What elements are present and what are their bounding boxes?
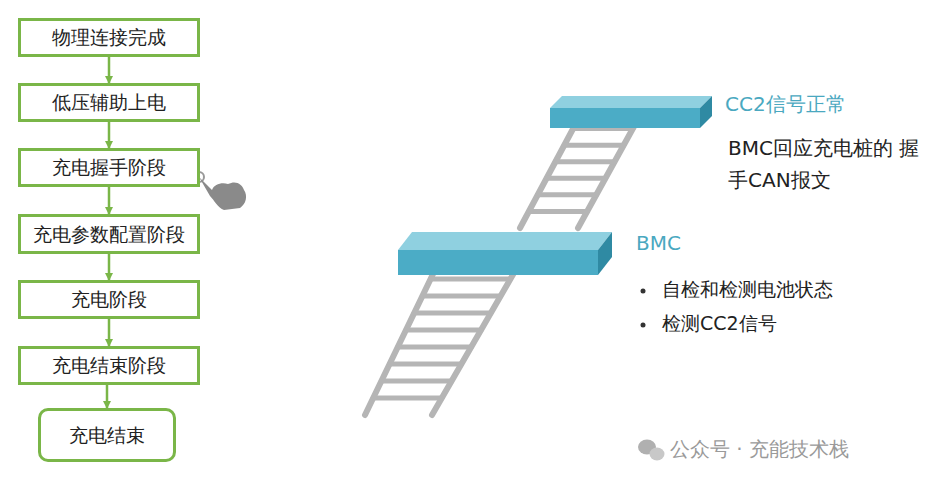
watermark: 公众号 · 充能技术栈 (670, 434, 928, 465)
process-box: 充电握手阶段 (18, 148, 200, 187)
state-note: BMC回应充电桩的 握手CAN报文 (728, 132, 920, 196)
hand-icon (194, 172, 246, 210)
step-text: 物理连接完成 (52, 25, 166, 50)
step-text: 充电结束阶段 (52, 353, 166, 378)
step-text: 充电结束 (69, 423, 145, 448)
process-box: 充电结束阶段 (18, 346, 200, 385)
bullet-text: 检测CC2信号 (662, 309, 922, 338)
ladder-rung (555, 159, 614, 164)
ladder-rung (373, 396, 442, 401)
process-box: 物理连接完成 (18, 18, 200, 57)
state-title: CC2信号正常 (725, 89, 925, 120)
ladder-rung (422, 294, 500, 299)
process-box: 充电阶段 (18, 280, 200, 319)
flow-arrow (108, 187, 111, 214)
ladder-rung (381, 379, 451, 384)
wechat-icon (638, 440, 665, 461)
flow-arrow (106, 385, 109, 408)
ladder-rung (547, 176, 606, 181)
step-text: 充电阶段 (71, 287, 147, 312)
bullet-dot (641, 289, 646, 328)
ladder-rung (390, 362, 462, 367)
step-text: 充电参数配置阶段 (33, 222, 185, 247)
process-box: 充电参数配置阶段 (18, 214, 200, 254)
ladder-rung (406, 328, 481, 333)
flow-arrow (108, 254, 111, 280)
flow-arrow (108, 319, 111, 346)
terminal-box: 充电结束 (38, 408, 176, 462)
step-text: 低压辅助上电 (52, 90, 166, 115)
ladder-rung (431, 277, 511, 282)
bullet-text: 自检和检测电池状态 (662, 275, 922, 304)
step-text: 充电握手阶段 (52, 155, 166, 180)
ladder-rung (538, 192, 597, 197)
process-box: 低压辅助上电 (18, 83, 200, 122)
ladder-rung (529, 209, 587, 214)
state-title: BMC (636, 228, 756, 259)
ladder-rung (414, 311, 491, 316)
flow-arrow (108, 57, 111, 83)
ladder-rung (398, 345, 471, 350)
ladder-rung (564, 143, 623, 148)
upper-slab (550, 96, 712, 128)
lower-slab (398, 232, 612, 275)
ladder (365, 112, 642, 415)
flow-arrow (108, 122, 111, 148)
